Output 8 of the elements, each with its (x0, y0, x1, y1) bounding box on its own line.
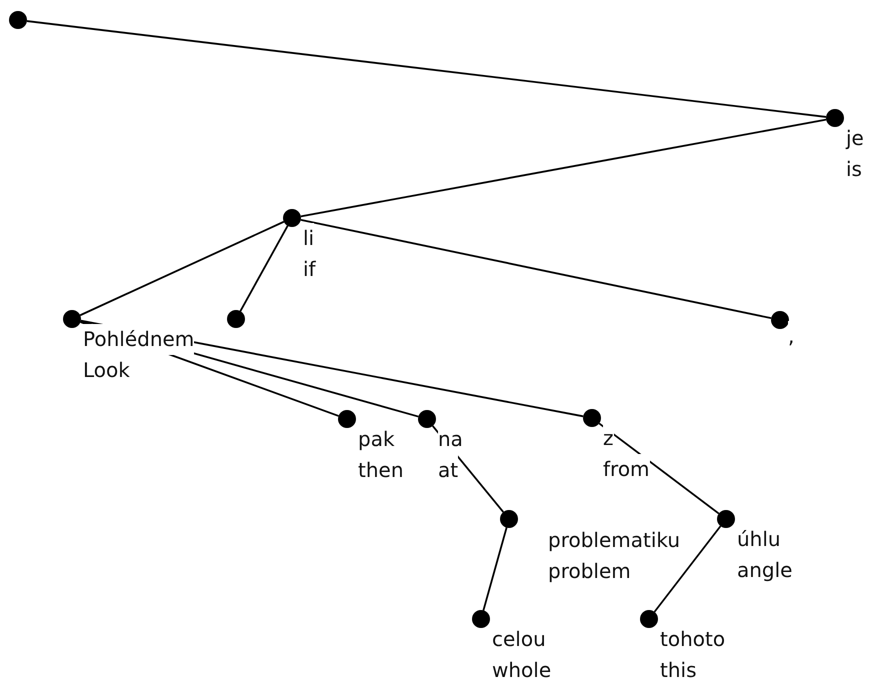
word-label: Pohlédnem (83, 324, 194, 355)
tree-branch-line (240, 225, 288, 312)
tree-branch-line (80, 220, 284, 316)
tree-branch-line (654, 526, 722, 612)
tree-branch-line (482, 527, 508, 611)
tree-branch-line (26, 20, 826, 118)
tree-branch-line (300, 118, 826, 218)
tree-branch-line (300, 218, 772, 320)
